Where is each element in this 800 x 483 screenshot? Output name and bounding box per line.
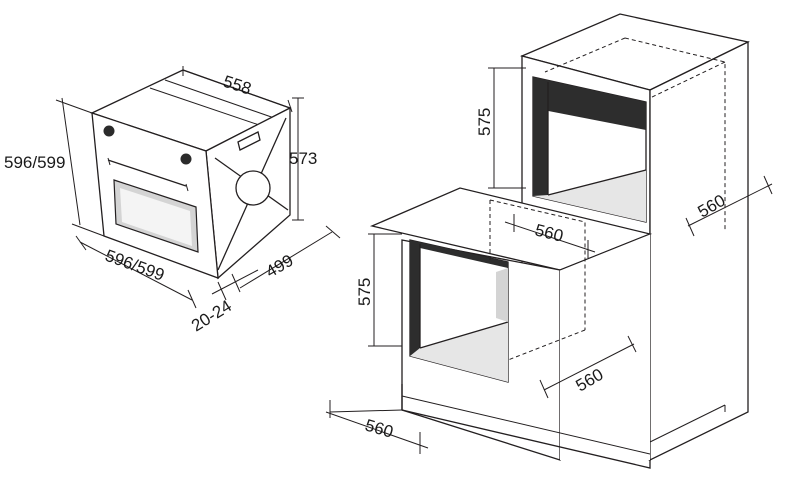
lower-opening-height-label: 575 (355, 278, 374, 306)
left-knob-icon (103, 125, 115, 137)
oven-dimensions (55, 66, 341, 309)
oven-door-offset-label: 20-24 (188, 296, 235, 335)
cabinet-drawing (369, 13, 750, 469)
lower-opening-width-label: 560 (363, 416, 396, 442)
oven-side-height-label: 573 (289, 149, 317, 168)
cabinet-dimensions (325, 67, 773, 454)
oven-drawing (90, 69, 292, 280)
oven-height-label: 596/599 (4, 153, 65, 172)
upper-opening-height-label: 575 (475, 108, 494, 136)
oven-side-depth-label: 499 (263, 251, 297, 282)
right-knob-icon (180, 153, 192, 165)
